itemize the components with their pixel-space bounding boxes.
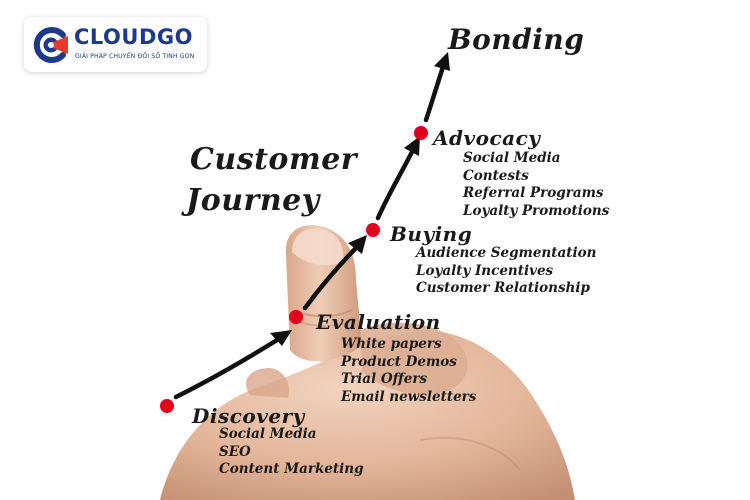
title-line-1: Customer xyxy=(190,142,358,177)
stage-items-buying: Audience Segmentation Loyalty Incentives… xyxy=(416,245,596,298)
list-item: SEO xyxy=(219,443,251,460)
list-item: Email newsletters xyxy=(341,388,477,405)
stage-dot-advocacy xyxy=(414,126,428,140)
list-item: Referral Programs xyxy=(463,185,604,201)
stage-items-evaluation: White papers Product Demos Trial Offers … xyxy=(341,336,476,406)
list-item: Product Demos xyxy=(341,353,457,370)
cloudgo-logo-icon xyxy=(33,27,68,63)
hand-palm xyxy=(160,330,575,500)
fingernail xyxy=(292,228,344,266)
list-item: Audience Segmentation xyxy=(416,245,597,261)
logo-tagline: GIẢI PHÁP CHUYỂN ĐỔI SỐ TINH GỌN xyxy=(75,53,195,60)
list-item: Contests xyxy=(463,167,529,184)
stage-name-buying: Buying xyxy=(390,222,473,246)
list-item: Social Media xyxy=(463,150,561,166)
arrowhead-icon xyxy=(434,52,450,71)
arrow-buying-advocacy xyxy=(375,145,417,221)
list-item: Trial Offers xyxy=(341,371,428,387)
stage-items-discovery: Social Media SEO Content Marketing xyxy=(219,426,364,479)
stage-dot-buying xyxy=(366,223,380,237)
stage-name-evaluation: Evaluation xyxy=(316,310,441,334)
stage-items-advocacy: Social Media Contests Referral Programs … xyxy=(463,150,609,220)
list-item: Loyalty Promotions xyxy=(463,202,610,219)
logo-name: CLOUDGO xyxy=(74,25,193,49)
cloudgo-logo: CLOUDGO GIẢI PHÁP CHUYỂN ĐỔI SỐ TINH GỌN xyxy=(24,17,207,72)
arrow-advocacy-bonding xyxy=(423,61,447,123)
title-line-2: Journey xyxy=(186,183,320,218)
arrowhead-icon xyxy=(404,136,420,156)
stage-name-discovery: Discovery xyxy=(192,404,305,428)
list-item: Loyalty Incentives xyxy=(416,262,554,279)
arrowhead-icon xyxy=(270,330,292,346)
arrow-discovery-evaluation xyxy=(173,334,285,400)
stage-dot-evaluation xyxy=(289,310,303,324)
stage-name-advocacy: Advocacy xyxy=(433,126,541,150)
arrow-heads xyxy=(270,52,450,346)
arrowhead-icon xyxy=(348,235,367,254)
final-stage-bonding: Bonding xyxy=(448,23,585,56)
list-item: Social Media xyxy=(219,426,317,442)
list-item: Customer Relationship xyxy=(416,280,590,296)
arrow-evaluation-buying xyxy=(302,241,363,311)
list-item: Content Marketing xyxy=(219,461,364,477)
list-item: White papers xyxy=(341,336,442,352)
stage-dot-discovery xyxy=(160,399,174,413)
curled-fingers xyxy=(360,322,468,395)
